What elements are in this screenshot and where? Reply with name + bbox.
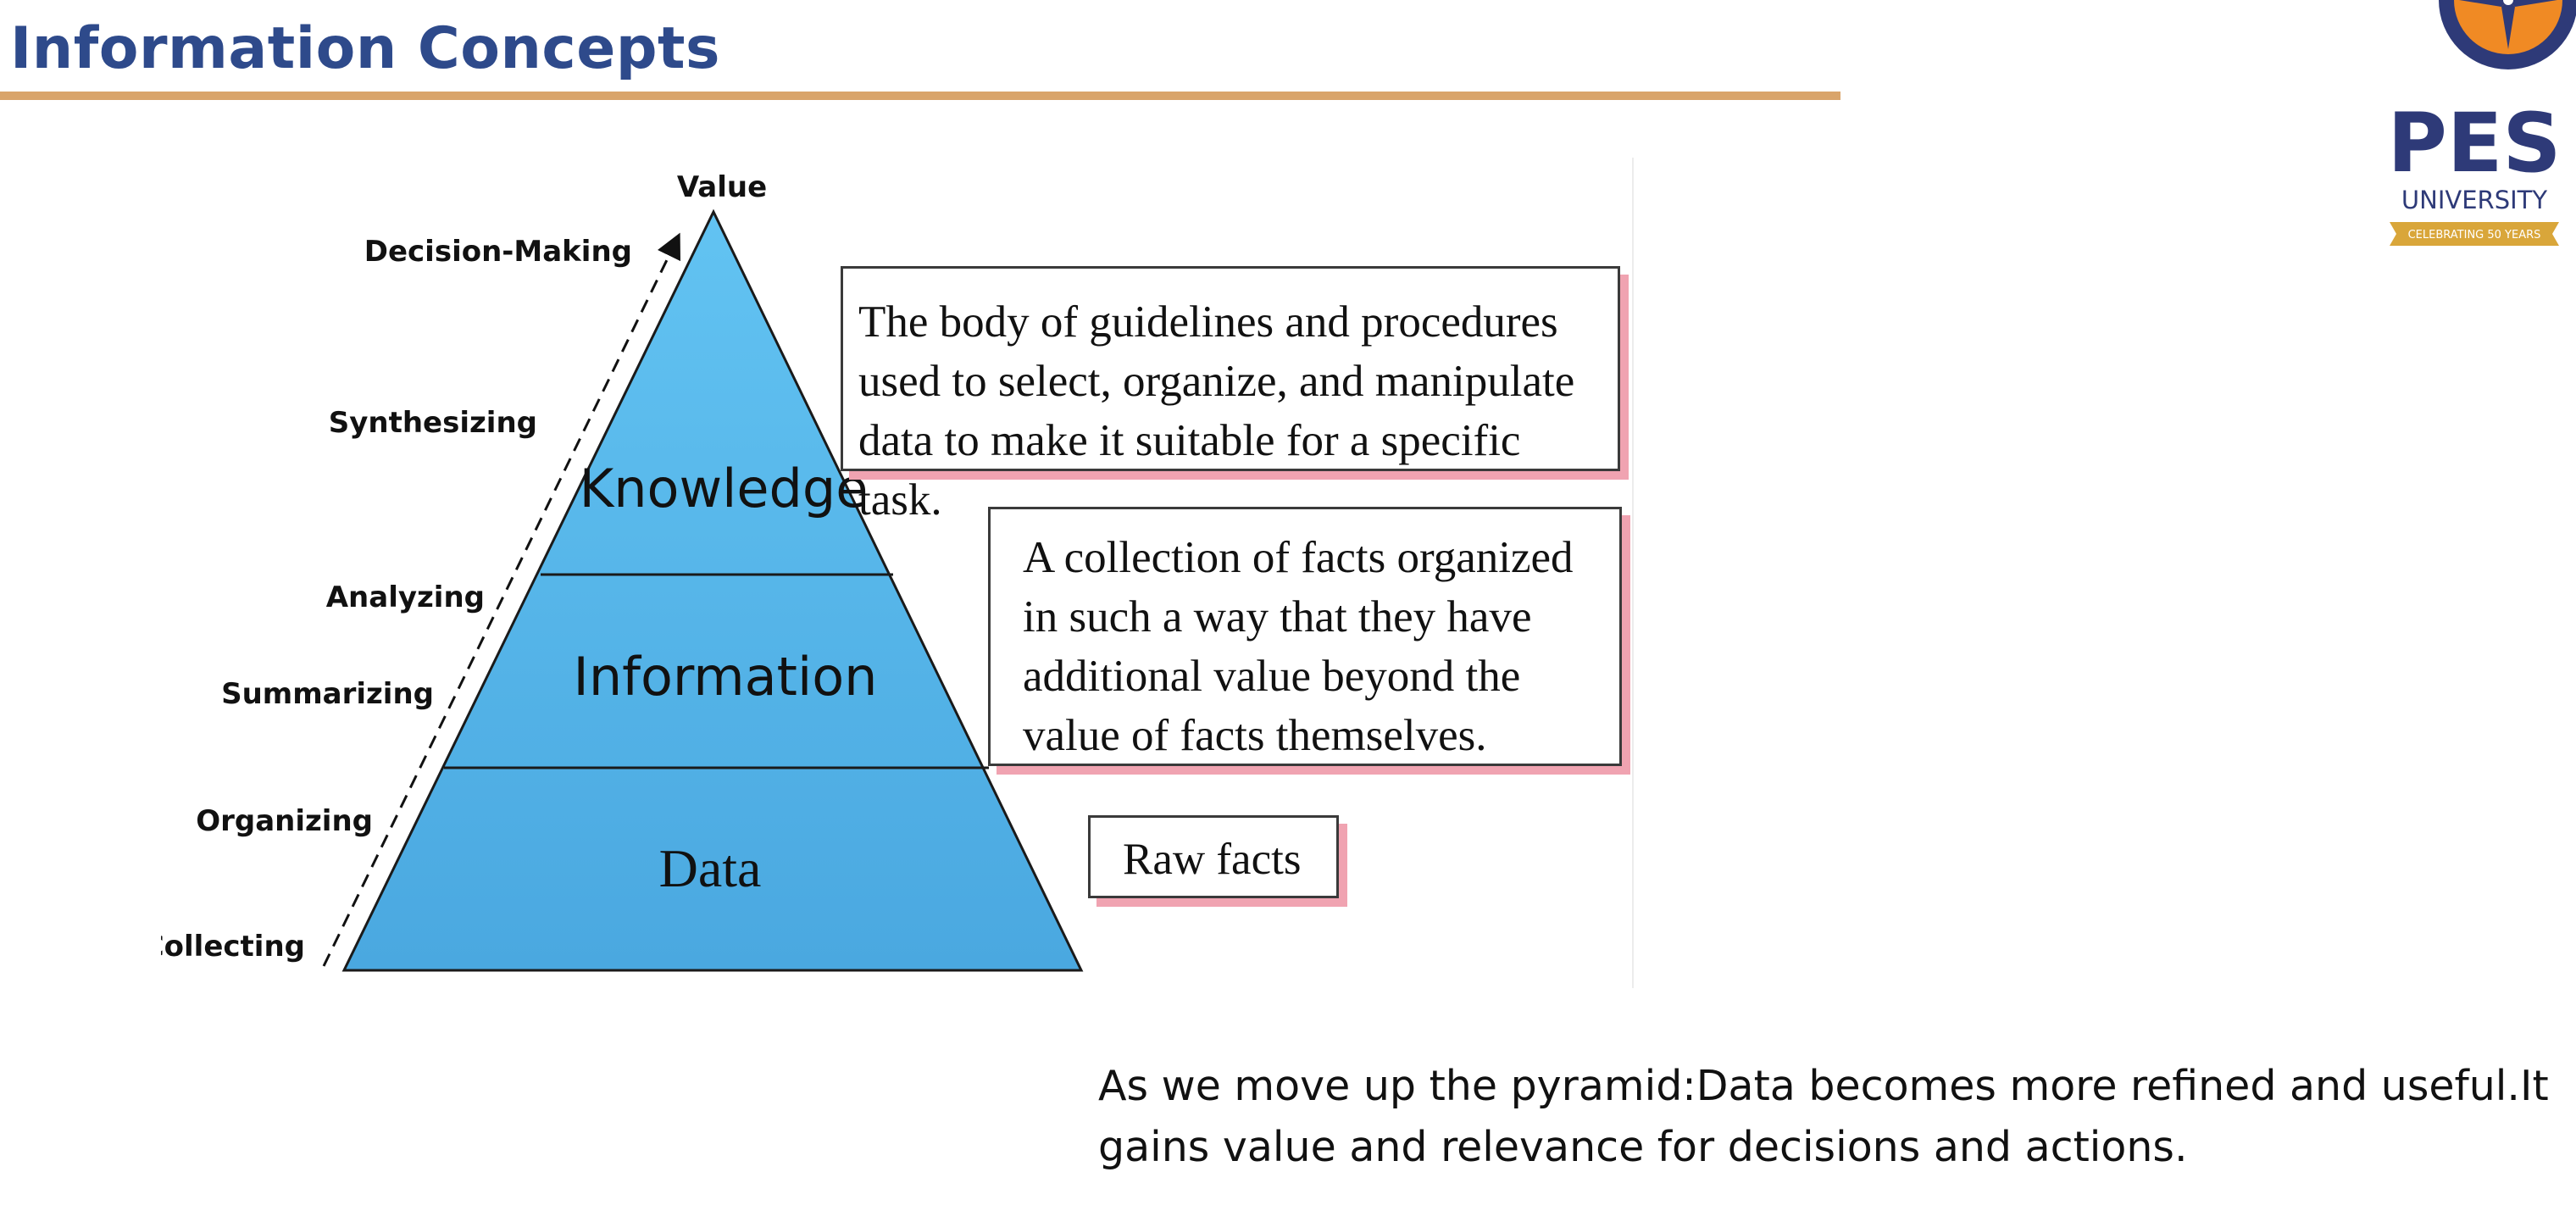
process-step-decision-making: Decision-Making xyxy=(364,235,632,269)
pyramid-level-information: Information xyxy=(574,646,878,708)
data-description-box: Raw facts xyxy=(1088,815,1339,898)
pyramid-apex-label: Value xyxy=(677,170,767,204)
pyramid-shape xyxy=(341,208,1084,972)
knowledge-description: The body of guidelines and procedures us… xyxy=(858,297,1575,525)
slide-title: Information Concepts xyxy=(10,15,721,82)
logo-subtitle: UNIVERSITY xyxy=(2401,186,2547,214)
process-step-collecting: Collecting xyxy=(161,930,305,964)
process-step-organizing: Organizing xyxy=(196,804,373,838)
information-description: A collection of facts organized in such … xyxy=(1023,533,1574,760)
data-description: Raw facts xyxy=(1123,835,1302,884)
process-step-synthesizing: Synthesizing xyxy=(329,406,537,440)
knowledge-description-box: The body of guidelines and procedures us… xyxy=(841,266,1620,525)
logo-name: PES xyxy=(2387,96,2561,191)
information-description-box: A collection of facts organized in such … xyxy=(988,507,1622,766)
slide-caption: As we move up the pyramid:Data becomes m… xyxy=(1098,1062,2549,1171)
pyramid-level-data: Data xyxy=(659,838,762,898)
pyramid-level-knowledge: Knowledge xyxy=(580,458,869,519)
logo-ribbon xyxy=(2390,222,2559,246)
knowledge-pyramid: Knowledge Information Data Value Collect… xyxy=(161,170,1084,972)
compass-star-icon xyxy=(2459,0,2557,49)
title-underline xyxy=(0,92,1840,100)
logo-ribbon-text: CELEBRATING 50 YEARS xyxy=(2408,229,2541,242)
process-step-summarizing: Summarizing xyxy=(221,677,434,711)
process-arrow xyxy=(322,232,680,967)
pes-university-logo: PES UNIVERSITY CELEBRATING 50 YEARS xyxy=(2387,0,2576,246)
diagram-divider xyxy=(1632,158,1634,988)
process-step-analyzing: Analyzing xyxy=(326,580,485,614)
